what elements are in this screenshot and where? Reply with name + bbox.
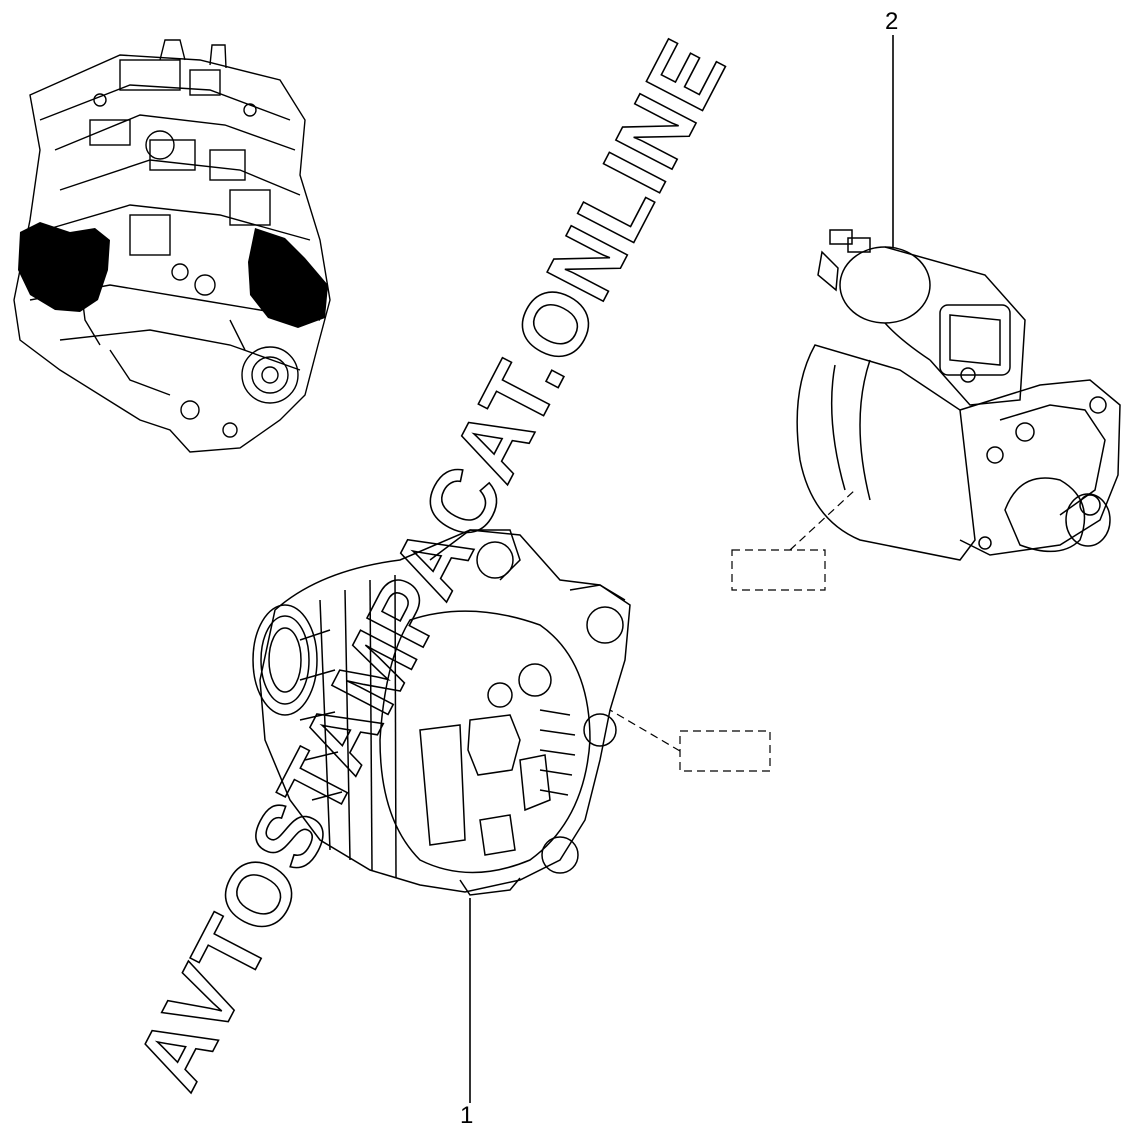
reference-box-starter	[731, 549, 826, 591]
starter-motor-illustration	[796, 229, 1121, 561]
alternator-illustration	[252, 529, 631, 896]
engine-highlight-right	[248, 228, 328, 328]
callout-number-2: 2	[885, 8, 899, 35]
callout-number-1: 1	[460, 1102, 474, 1129]
reference-leader-alternator	[609, 709, 681, 752]
reference-box-alternator	[679, 730, 771, 772]
engine-highlight-left	[18, 222, 110, 312]
watermark-logo: AVTOSTAMPACAT.ONLINE	[117, 24, 745, 1104]
reference-leader-starter	[789, 489, 856, 551]
